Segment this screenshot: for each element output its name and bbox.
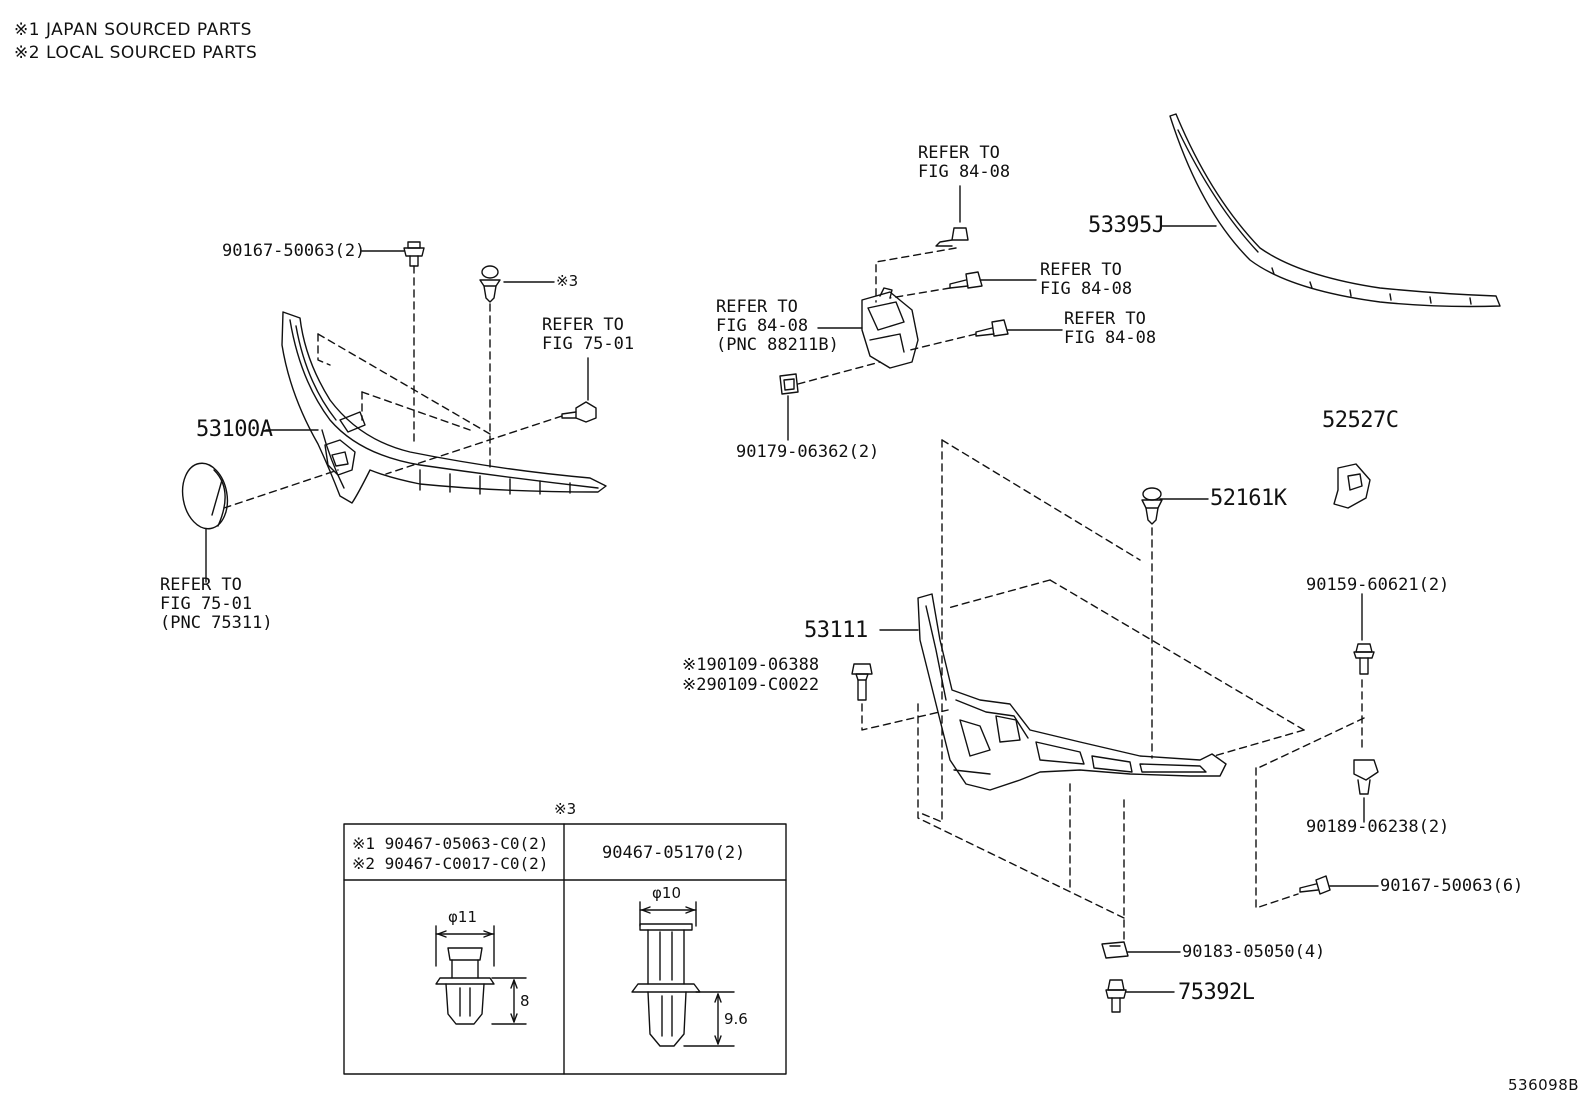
label-53395j[interactable]: 53395J	[1088, 213, 1165, 238]
label-90179-06362[interactable]: 90179-06362(2)	[736, 442, 880, 462]
label-90167-50063-bottom[interactable]: 90167-50063(6)	[1380, 876, 1524, 896]
clip-52161k	[1141, 487, 1163, 525]
screw-90167-bottom	[1299, 875, 1331, 895]
label-refer-fig-84-08-top[interactable]: REFER TO FIG 84-08	[918, 143, 1011, 182]
label-refer-fig-75-01-pnc[interactable]: REFER TO FIG 75-01 (PNC 75311)	[160, 575, 273, 633]
bracket-53111	[917, 593, 1227, 791]
clip1-diameter: φ11	[448, 908, 477, 926]
label-refer-fig-75-01-top[interactable]: REFER TO FIG 75-01	[542, 315, 635, 354]
note-japan-sourced: ※1 JAPAN SOURCED PARTS	[14, 20, 252, 40]
label-53100a[interactable]: 53100A	[196, 417, 273, 442]
label-90189-06238[interactable]: 90189-06238(2)	[1306, 817, 1450, 837]
label-90159-60621[interactable]: 90159-60621(2)	[1306, 575, 1450, 595]
clip-table-col1-line1[interactable]: ※1 90467-05063-C0(2)	[352, 834, 549, 853]
clip-mark3-top	[479, 265, 501, 303]
label-52527c[interactable]: 52527C	[1322, 408, 1399, 433]
bolt-90109	[851, 663, 873, 701]
clip1-height: 8	[520, 992, 530, 1010]
nut-90179	[779, 373, 799, 395]
bolt-75-01	[561, 401, 597, 423]
label-refer-fig-84-08-pnc[interactable]: REFER TO FIG 84-08 (PNC 88211B)	[716, 297, 839, 355]
label-90109-06388[interactable]: ※190109-06388	[682, 655, 820, 675]
label-refer-fig-84-08-right2[interactable]: REFER TO FIG 84-08	[1064, 309, 1157, 348]
bolt-84-08-top	[935, 227, 969, 247]
label-90109-c0022[interactable]: ※290109-C0022	[682, 675, 820, 695]
bolt-84-08-right2	[975, 319, 1009, 337]
clip-table-col2[interactable]: 90467-05170(2)	[602, 843, 746, 863]
leader-lines	[205, 185, 1379, 993]
clip-table-title: ※3	[554, 800, 577, 818]
bracket-52527c	[1333, 463, 1371, 509]
bolt-75392l	[1105, 979, 1127, 1013]
label-90183-05050[interactable]: 90183-05050(4)	[1182, 942, 1326, 962]
nut-90183	[1101, 941, 1129, 959]
label-mark3[interactable]: ※3	[556, 272, 579, 290]
screw-90167-top	[403, 241, 425, 267]
note-local-sourced: ※2 LOCAL SOURCED PARTS	[14, 43, 258, 63]
label-53111[interactable]: 53111	[804, 618, 868, 643]
emblem-cover	[181, 462, 229, 530]
figure-id: 536098B	[1508, 1076, 1580, 1094]
nut-90189	[1353, 759, 1379, 795]
label-refer-fig-84-08-right1[interactable]: REFER TO FIG 84-08	[1040, 260, 1133, 299]
clip2-diameter: φ10	[652, 884, 681, 902]
assembly-dashed-lines	[223, 247, 1365, 941]
label-90167-50063-top[interactable]: 90167-50063(2)	[222, 241, 366, 261]
grille-53100a	[281, 311, 607, 504]
bolt-84-08-right1	[949, 271, 983, 289]
bolt-90159	[1353, 643, 1375, 675]
clip-table-col1-line2[interactable]: ※2 90467-C0017-C0(2)	[352, 854, 549, 873]
clip-spec-table	[343, 823, 787, 1075]
label-75392l[interactable]: 75392L	[1178, 980, 1255, 1005]
label-52161k[interactable]: 52161K	[1210, 486, 1287, 511]
molding-53395j	[1169, 113, 1501, 308]
sensor-bracket	[861, 287, 919, 369]
clip2-height: 9.6	[724, 1010, 748, 1028]
